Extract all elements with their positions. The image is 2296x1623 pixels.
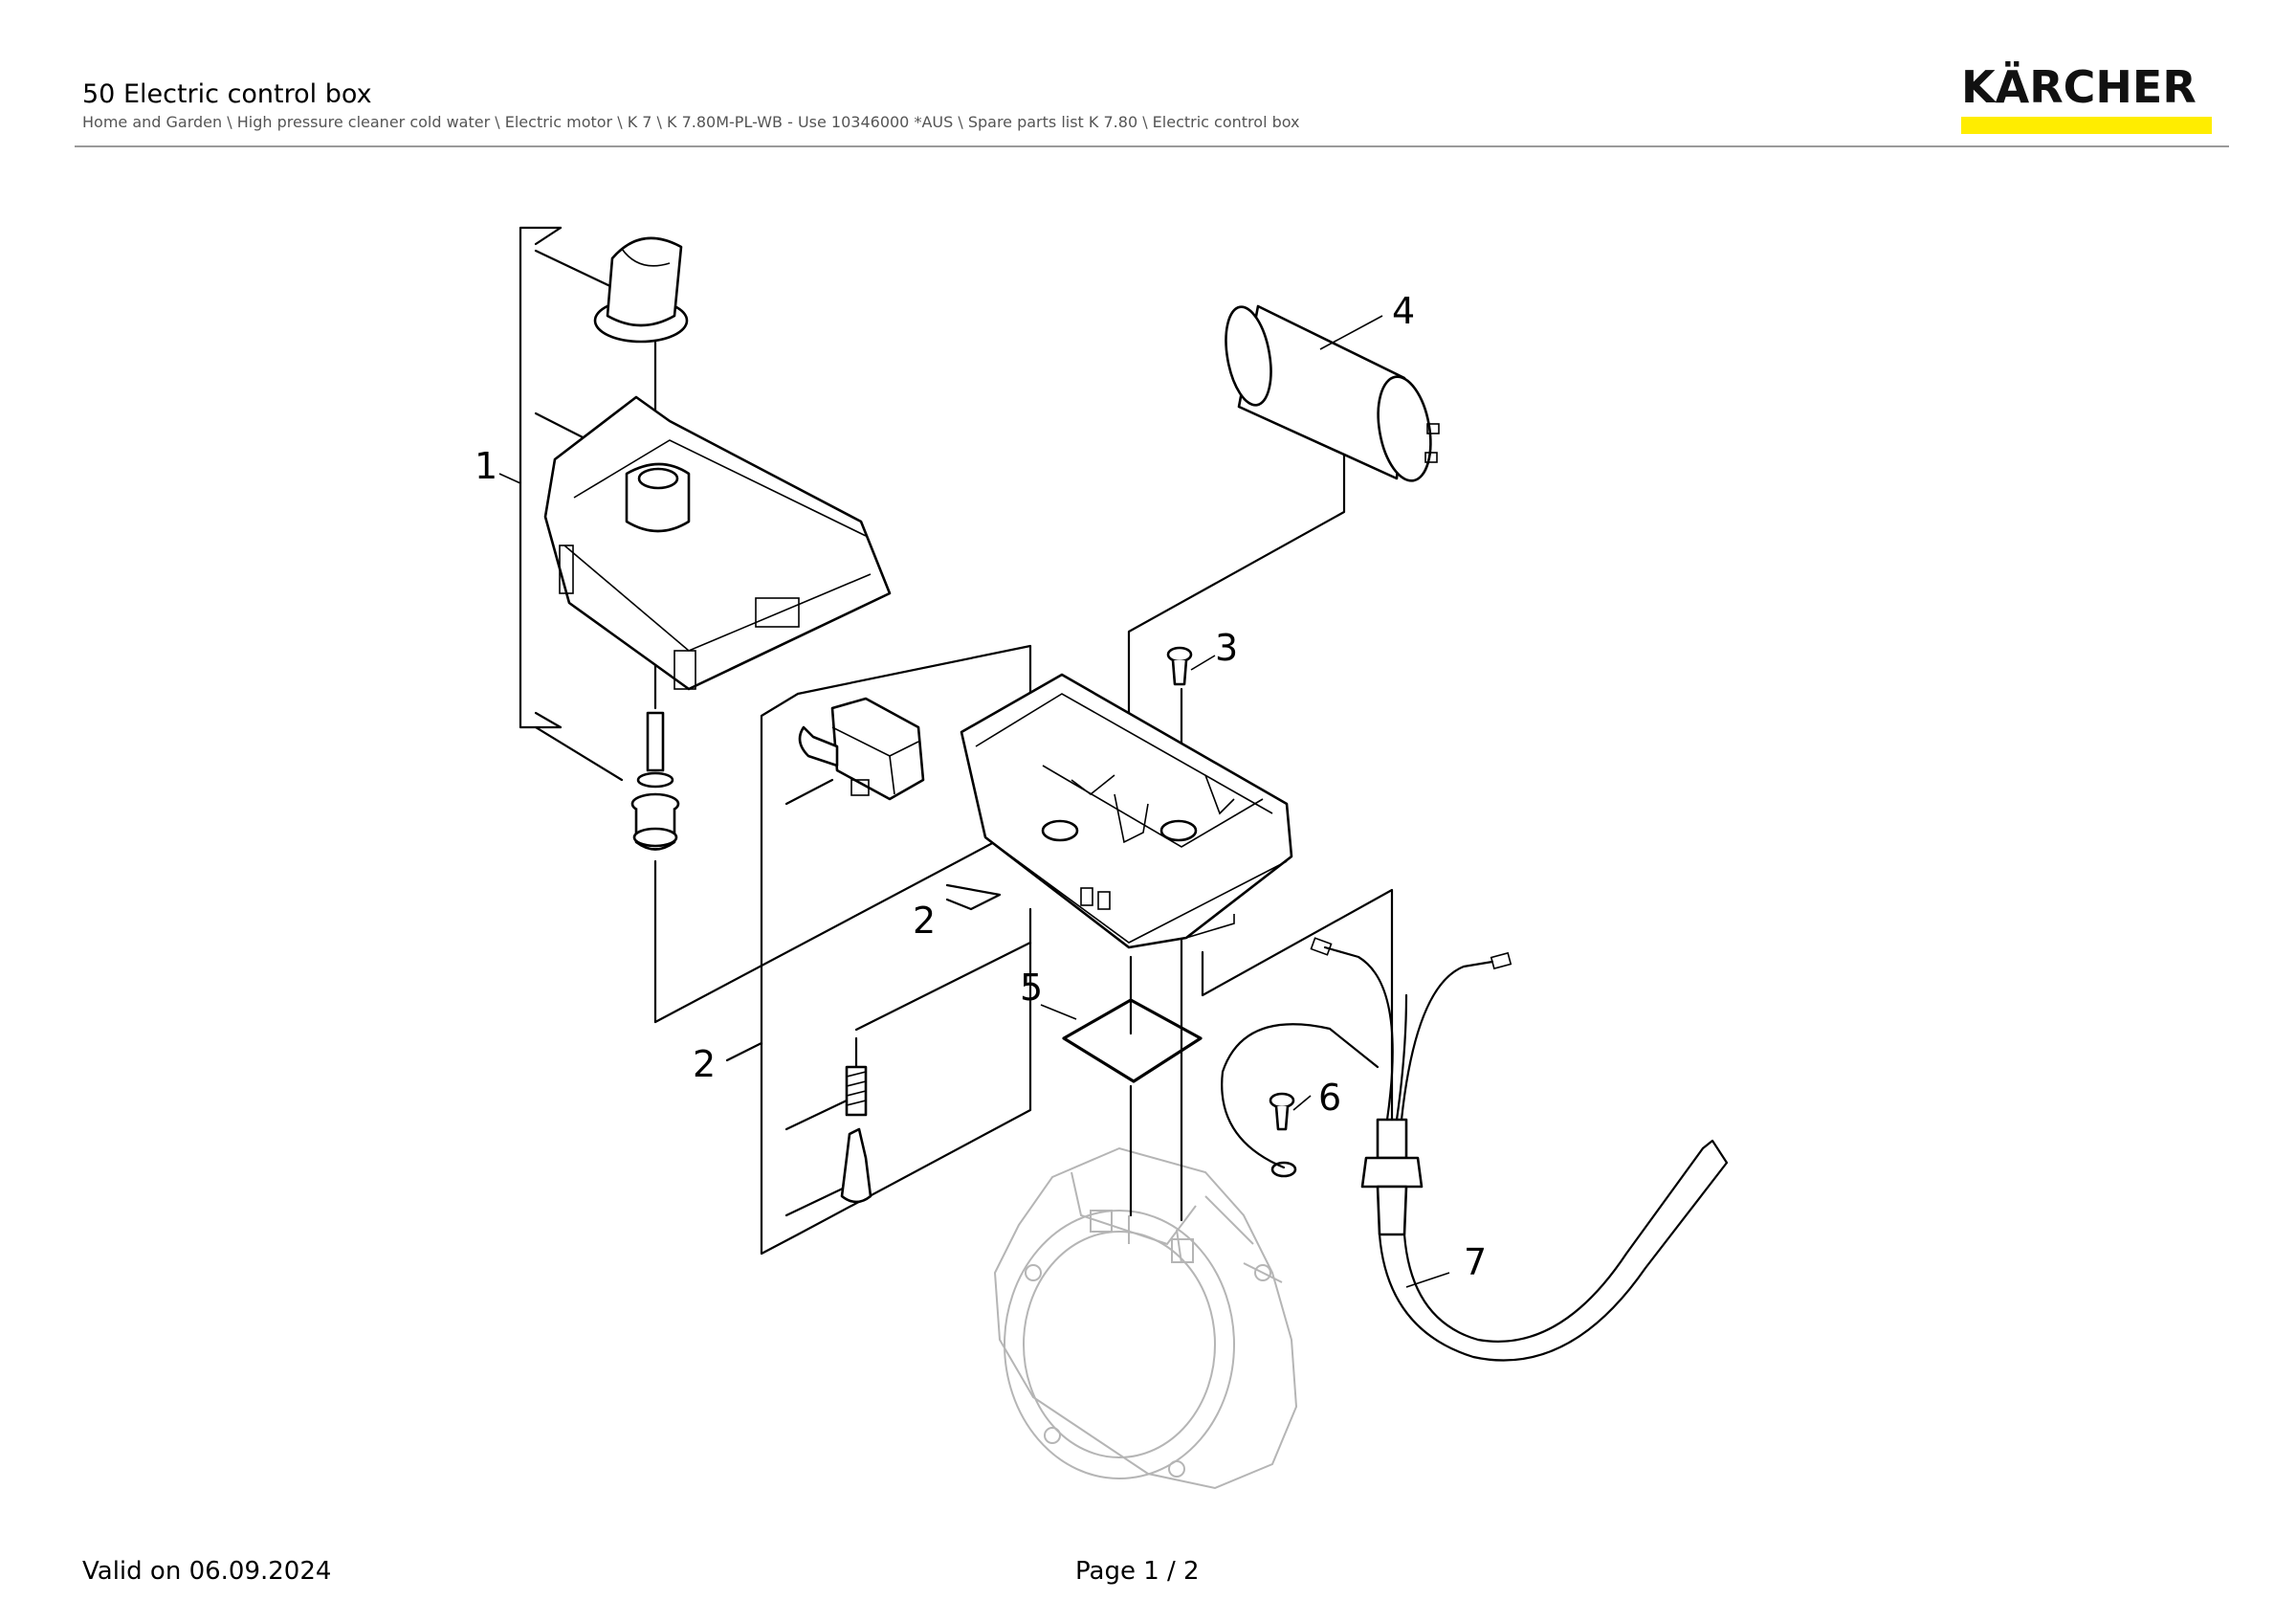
header-divider	[75, 145, 2229, 147]
seal-part	[1062, 998, 1203, 1083]
page-title: 50 Electric control box	[82, 79, 372, 109]
valid-date: Valid on 06.09.2024	[82, 1557, 332, 1586]
cable-part	[1221, 937, 1729, 1362]
page-number: Page 1 / 2	[1075, 1557, 1200, 1586]
pump-housing-ghost	[993, 1146, 1298, 1490]
assembly-lines	[519, 226, 1394, 1256]
callout-2-lower[interactable]: 2	[693, 1043, 716, 1085]
plug-part	[840, 1127, 872, 1204]
callout-3[interactable]: 3	[1215, 627, 1238, 669]
cover-part	[543, 395, 892, 691]
capacitor-part	[1225, 304, 1440, 482]
electric-box-part	[960, 673, 1293, 949]
relay-part	[798, 697, 925, 801]
breadcrumb[interactable]: Home and Garden \ High pressure cleaner …	[82, 113, 1300, 131]
callout-7[interactable]: 7	[1464, 1241, 1487, 1283]
callout-leaders	[498, 315, 1450, 1288]
screw-part	[1166, 646, 1193, 686]
callout-2-upper[interactable]: 2	[913, 900, 936, 942]
callout-labels: 1 2 2 3 4 5 6 7	[475, 290, 1487, 1283]
knob-part	[593, 236, 689, 344]
push-button-part	[630, 711, 680, 851]
spring-part	[845, 1065, 868, 1117]
callout-6[interactable]: 6	[1318, 1077, 1341, 1119]
logo-yellow-bar	[1961, 117, 2212, 134]
callout-1[interactable]: 1	[475, 445, 497, 487]
karcher-logo: KÄRCHER	[1961, 63, 2212, 136]
callout-4[interactable]: 4	[1392, 290, 1415, 332]
logo-wordmark: KÄRCHER	[1961, 61, 2197, 113]
callout-5[interactable]: 5	[1020, 967, 1043, 1009]
